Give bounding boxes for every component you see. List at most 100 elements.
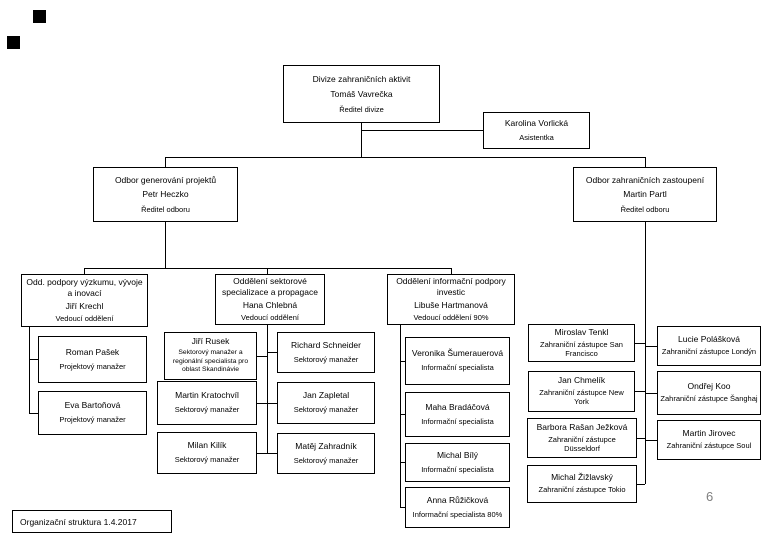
employee-name: Michal Bílý: [436, 449, 479, 460]
connector-stub-jirovec: [645, 440, 657, 441]
division-head-name: Tomáš Vavrečka: [330, 88, 393, 99]
employee-role: Zahraniční zástupce New York: [539, 388, 624, 407]
org-node-odd-sektorove: Oddělení sektorové specializace a propag…: [215, 274, 325, 325]
page-number: 6: [706, 489, 714, 504]
org-node-assistant: Karolina Vorlická Asistentka: [483, 112, 590, 149]
employee-role: Informační specialista: [421, 464, 494, 474]
employee-name: Martin Jirovec: [682, 428, 736, 439]
connector-drop-odd-informacni: [451, 268, 452, 274]
logo-mark-icon: [7, 36, 20, 49]
employee-name: Ondřej Koo: [687, 381, 731, 392]
employee-name: Jiří Rusek: [191, 336, 230, 347]
employee-role: Zahraniční zástupce San Francisco: [540, 339, 623, 358]
connector-stub-schneider: [267, 352, 277, 353]
connector-podpory-trunk: [29, 327, 30, 413]
logo-mark-icon: [33, 10, 46, 23]
connector-stub-zizlavsky: [637, 484, 645, 485]
connector-stub-kratochvil: [257, 403, 267, 404]
employee-role: Projektový manažer: [59, 415, 126, 425]
employee-name: Richard Schneider: [291, 339, 361, 350]
employee-role: Zahraniční zástupce Düsseldorf: [548, 434, 616, 453]
unit-head-name: Libuše Hartmanová: [414, 299, 488, 310]
unit-head-name: Jiří Krechl: [65, 300, 104, 311]
employee-role: Informační specialista: [421, 363, 494, 373]
employee-role: Sektorový manažer: [174, 455, 240, 465]
org-node-kilik: Milan Kilík Sektorový manažer: [157, 432, 257, 474]
connector-stub-polaskova: [645, 346, 657, 347]
org-node-zahradnik: Matěj Zahradník Sektorový manažer: [277, 433, 375, 474]
employee-role: Informační specialista 80%: [412, 509, 503, 519]
employee-name: Jan Chmelík: [557, 375, 606, 386]
connector-stub-tenkl: [635, 343, 645, 344]
unit-title: Odd. podpory výzkumu, vývoje a inovací: [26, 277, 143, 298]
connector-stub-sumerauerova: [400, 361, 405, 362]
connector-root-stem: [361, 123, 362, 157]
org-node-division-root: Divize zahraničních aktivit Tomáš Vavreč…: [283, 65, 440, 123]
org-node-bradacova: Maha Bradáčová Informační specialista: [405, 392, 510, 437]
org-node-zapletal: Jan Zapletal Sektorový manažer: [277, 382, 375, 424]
employee-name: Roman Pašek: [65, 346, 120, 357]
employee-role: Sektorový manažer: [293, 405, 359, 415]
org-node-sumerauerova: Veronika Šumerauerová Informační special…: [405, 337, 510, 385]
employee-role: Informační specialista: [421, 416, 494, 426]
division-title: Divize zahraničních aktivit: [312, 74, 411, 85]
assistant-role: Asistentka: [519, 132, 554, 142]
employee-name: Eva Bartoňová: [64, 400, 121, 411]
org-node-odd-podpory: Odd. podpory výzkumu, vývoje a inovací J…: [21, 274, 148, 327]
connector-zastoupeni-trunk: [645, 222, 646, 484]
connector-stub-ruzickova: [400, 507, 405, 508]
org-node-rusek: Jiří Rusek Sektorový manažer a regionáln…: [164, 332, 257, 380]
employee-name: Michal Žižlavský: [551, 472, 613, 483]
connector-stub-bily: [400, 462, 405, 463]
employee-name: Maha Bradáčová: [425, 401, 490, 412]
org-node-jezkova: Barbora Rašan Ježková Zahraniční zástupc…: [527, 418, 637, 458]
org-node-ruzickova: Anna Růžičková Informační specialista 80…: [405, 487, 510, 528]
connector-stub-bradacova: [400, 414, 405, 415]
org-node-chmelik: Jan Chmelík Zahraniční zástupce New York: [528, 371, 635, 412]
connector-stub-zapletal: [267, 403, 277, 404]
employee-name: Miroslav Tenkl: [554, 326, 609, 337]
connector-stub-kilik: [257, 453, 267, 454]
unit-head-role: Vedoucí oddělení 90%: [413, 313, 489, 323]
employee-name: Lucie Polášková: [678, 334, 740, 345]
employee-name: Barbora Rašan Ježková: [536, 421, 628, 432]
org-node-bily: Michal Bílý Informační specialista: [405, 443, 510, 482]
connector-stub-bartonova: [29, 413, 38, 414]
connector-drop-odbor-generovani: [165, 157, 166, 167]
connector-sektorove-trunk: [267, 325, 268, 453]
org-node-zizlavsky: Michal Žižlavský Zahraniční zástupce Tok…: [527, 465, 637, 503]
employee-role: Projektový manažer: [59, 361, 126, 371]
connector-assistant: [361, 130, 483, 131]
employee-role: Zahraniční zástupce Šanghaj: [660, 394, 758, 404]
employee-name: Matěj Zahradník: [295, 440, 357, 451]
assistant-name: Karolina Vorlická: [504, 117, 569, 128]
dept-head-name: Martin Partl: [623, 189, 667, 200]
unit-head-role: Vedoucí oddělení: [55, 314, 114, 324]
org-node-koo: Ondřej Koo Zahraniční zástupce Šanghaj: [657, 371, 761, 415]
org-node-polaskova: Lucie Polášková Zahraniční zástupce Lond…: [657, 326, 761, 366]
employee-name: Anna Růžičková: [426, 494, 489, 505]
employee-role: Sektorový manažer: [293, 455, 359, 465]
connector-drop-odd-sektorove: [267, 268, 268, 274]
connector-generovani-stem: [165, 222, 166, 268]
connector-stub-rusek: [257, 356, 267, 357]
connector-stub-jezkova: [637, 438, 645, 439]
org-node-pasek: Roman Pašek Projektový manažer: [38, 336, 147, 383]
org-node-odbor-zastoupeni: Odbor zahraničních zastoupení Martin Par…: [573, 167, 717, 222]
connector-stub-pasek: [29, 359, 38, 360]
connector-level2-distribution: [165, 157, 645, 158]
connector-stub-chmelik: [635, 391, 645, 392]
employee-name: Milan Kilík: [187, 440, 227, 451]
unit-head-name: Hana Chlebná: [242, 299, 298, 310]
employee-name: Jan Zapletal: [302, 390, 350, 401]
dept-head-name: Petr Heczko: [142, 189, 189, 200]
org-node-bartonova: Eva Bartoňová Projektový manažer: [38, 391, 147, 435]
unit-title: Oddělení informační podpory investic: [396, 276, 506, 297]
employee-name: Martin Kratochvíl: [175, 390, 239, 401]
employee-name: Veronika Šumerauerová: [411, 348, 504, 359]
employee-role: Zahraniční zástupce Soul: [666, 441, 752, 451]
employee-role: Sektorový manažer: [174, 405, 240, 415]
connector-drop-odd-podpory: [84, 268, 85, 274]
org-node-schneider: Richard Schneider Sektorový manažer: [277, 332, 375, 373]
footer-label: Organizační struktura 1.4.2017: [20, 516, 137, 527]
